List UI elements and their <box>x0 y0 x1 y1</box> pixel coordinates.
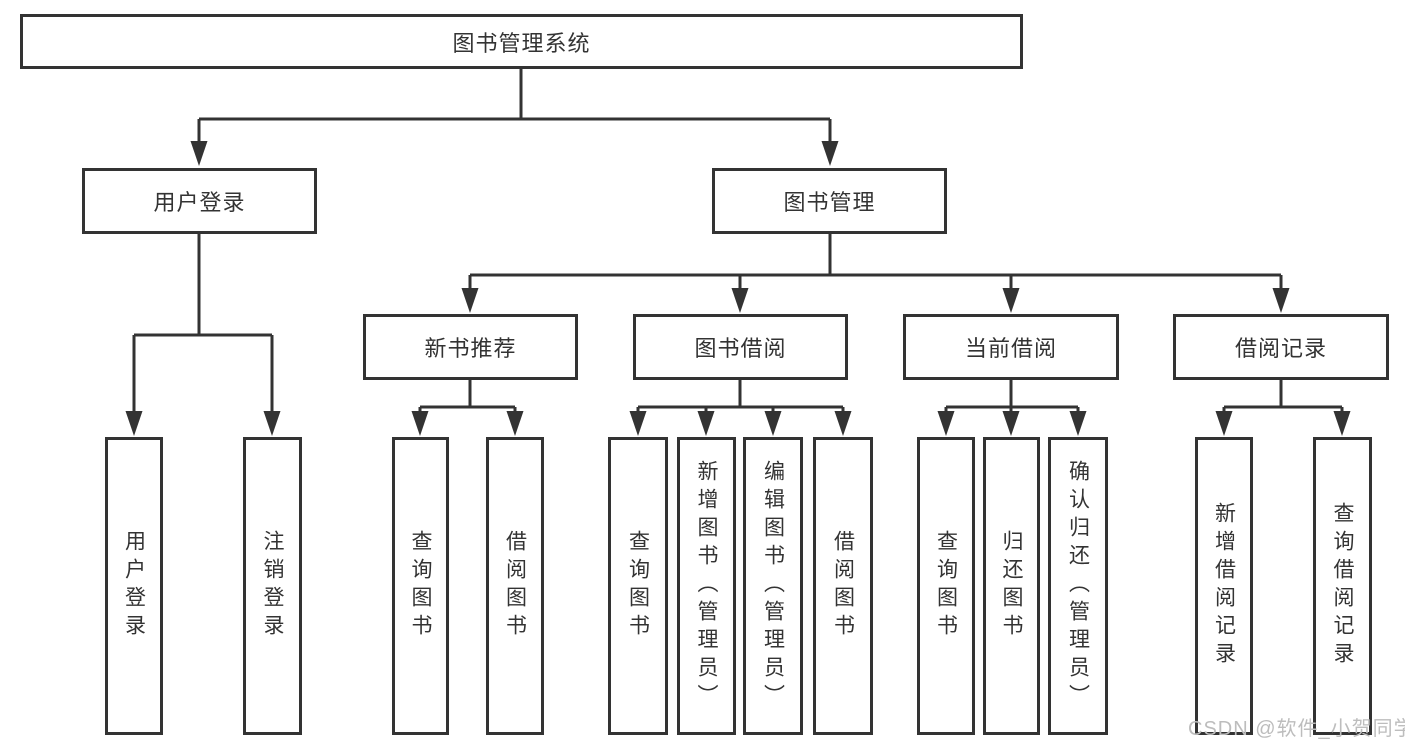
connector-root-to-level2 <box>197 69 832 144</box>
leaf-borrow-edit-books-admin-label: 编辑图书（管理员） <box>761 460 785 712</box>
leaf-current-confirm-return-admin: 确认归还（管理员） <box>1048 437 1108 735</box>
arrowhead <box>1002 288 1020 313</box>
leaf-records-add-record-label: 新增借阅记录 <box>1212 502 1236 670</box>
leaf-recommend-borrow-books-label: 借阅图书 <box>503 530 527 642</box>
arrowhead <box>1069 411 1087 436</box>
arrowhead <box>731 288 749 313</box>
connector-current-borrow-children <box>944 380 1080 414</box>
leaf-logout-login-label: 注销登录 <box>261 530 284 642</box>
arrowhead <box>1272 288 1290 313</box>
node-current-borrow-label: 当前借阅 <box>964 336 1057 361</box>
arrowhead <box>411 411 429 436</box>
arrowhead <box>263 411 281 436</box>
node-book-management-label: 图书管理 <box>783 190 876 215</box>
arrowhead <box>834 411 852 436</box>
connector-borrow-records-children <box>1222 380 1344 414</box>
arrowhead <box>821 141 839 166</box>
node-root: 图书管理系统 <box>20 14 1023 69</box>
node-root-label: 图书管理系统 <box>452 30 591 56</box>
leaf-current-return-books: 归还图书 <box>983 437 1040 735</box>
leaf-recommend-query-books-label: 查询图书 <box>409 530 432 642</box>
arrowhead <box>764 411 782 436</box>
arrowhead <box>190 141 208 166</box>
leaf-records-add-record: 新增借阅记录 <box>1195 437 1253 735</box>
leaf-logout-login: 注销登录 <box>243 437 302 735</box>
leaf-current-return-books-label: 归还图书 <box>1000 530 1023 642</box>
arrowhead <box>697 411 715 436</box>
node-book-borrow: 图书借阅 <box>633 314 848 380</box>
leaf-records-query-record-label: 查询借阅记录 <box>1331 502 1354 670</box>
leaf-borrow-borrow-books: 借阅图书 <box>813 437 873 735</box>
leaf-user-login-label: 用户登录 <box>122 530 146 642</box>
leaf-borrow-add-books-admin-label: 新增图书（管理员） <box>695 460 718 712</box>
arrowhead <box>629 411 647 436</box>
leaf-current-confirm-return-admin-label: 确认归还（管理员） <box>1066 460 1090 712</box>
leaf-recommend-query-books: 查询图书 <box>392 437 449 735</box>
connector-book-borrow-children <box>636 380 845 414</box>
arrowhead <box>506 411 524 436</box>
node-borrow-records: 借阅记录 <box>1173 314 1389 380</box>
connector-user-login-children <box>132 234 274 414</box>
node-book-management: 图书管理 <box>712 168 947 234</box>
arrowhead <box>937 411 955 436</box>
connector-book-management-children <box>468 234 1283 292</box>
node-current-borrow: 当前借阅 <box>903 314 1119 380</box>
leaf-current-query-books-label: 查询图书 <box>934 530 958 642</box>
leaf-borrow-query-books-label: 查询图书 <box>626 530 650 642</box>
arrowhead <box>1333 411 1351 436</box>
node-new-book-recommend-label: 新书推荐 <box>424 336 517 361</box>
node-book-borrow-label: 图书借阅 <box>694 336 787 361</box>
leaf-recommend-borrow-books: 借阅图书 <box>486 437 544 735</box>
arrowheads <box>125 141 1351 436</box>
arrowhead <box>1002 411 1020 436</box>
node-user-login: 用户登录 <box>82 168 317 234</box>
arrowhead <box>1215 411 1233 436</box>
node-borrow-records-label: 借阅记录 <box>1234 336 1327 361</box>
arrowhead <box>461 288 479 313</box>
leaf-current-query-books: 查询图书 <box>917 437 975 735</box>
connector-new-book-children <box>418 380 517 414</box>
leaf-borrow-borrow-books-label: 借阅图书 <box>831 530 855 642</box>
leaf-borrow-edit-books-admin: 编辑图书（管理员） <box>743 437 803 735</box>
leaf-records-query-record: 查询借阅记录 <box>1313 437 1372 735</box>
node-user-login-label: 用户登录 <box>153 190 246 215</box>
leaf-borrow-add-books-admin: 新增图书（管理员） <box>677 437 736 735</box>
leaf-user-login: 用户登录 <box>105 437 163 735</box>
arrowhead <box>125 411 143 436</box>
node-new-book-recommend: 新书推荐 <box>363 314 578 380</box>
csdn-watermark: CSDN @软件_小贺同学 <box>1188 718 1405 740</box>
leaf-borrow-query-books: 查询图书 <box>608 437 668 735</box>
